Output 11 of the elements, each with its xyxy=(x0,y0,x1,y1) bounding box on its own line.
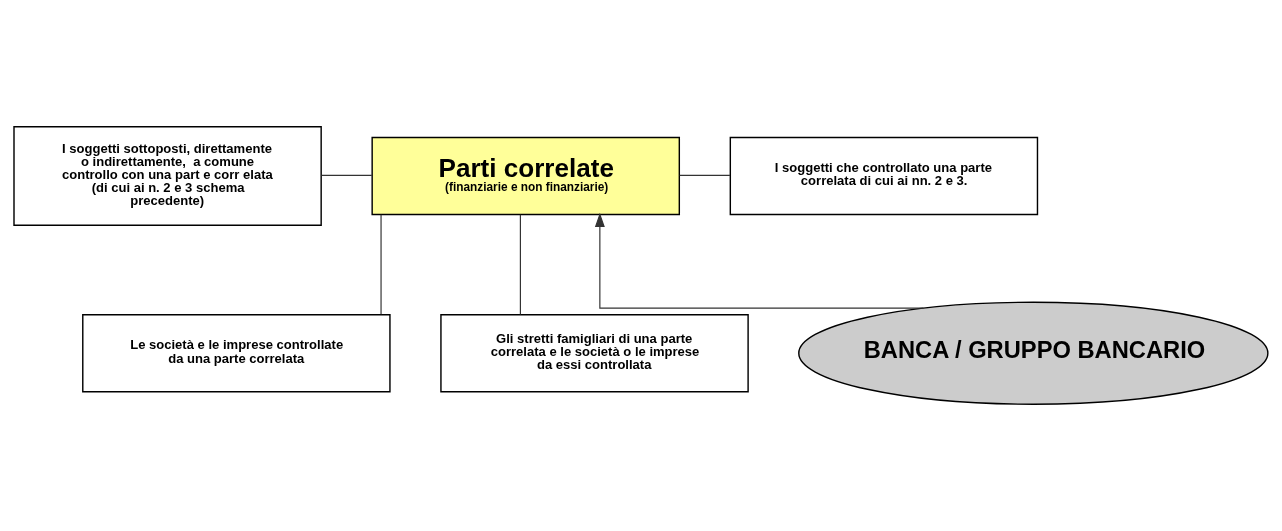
node-box: Gli stretti famigliari di una parte correlata e le società o le imprese da essi controllata xyxy=(440,314,749,393)
node-box: Parti correlate (finanziarie e non finanziarie) xyxy=(371,136,681,216)
node-ellipse: BANCA / GRUPPO BANCARIO xyxy=(798,301,1269,405)
connector xyxy=(380,214,382,315)
connector xyxy=(679,174,731,176)
node-box: Le società e le imprese controllate da una parte correlata xyxy=(82,314,391,393)
arrow xyxy=(594,212,924,309)
connector xyxy=(519,214,521,316)
connector xyxy=(320,174,373,176)
node-box: I soggetti sottoposti, direttamente o indirettamente, a comune controllo con una part e corr elata (di cui ai n. 2 e 3 schema precedente) xyxy=(13,126,322,226)
node-box: I soggetti che controllato una parte correlata di cui ai nn. 2 e 3. xyxy=(729,136,1039,216)
